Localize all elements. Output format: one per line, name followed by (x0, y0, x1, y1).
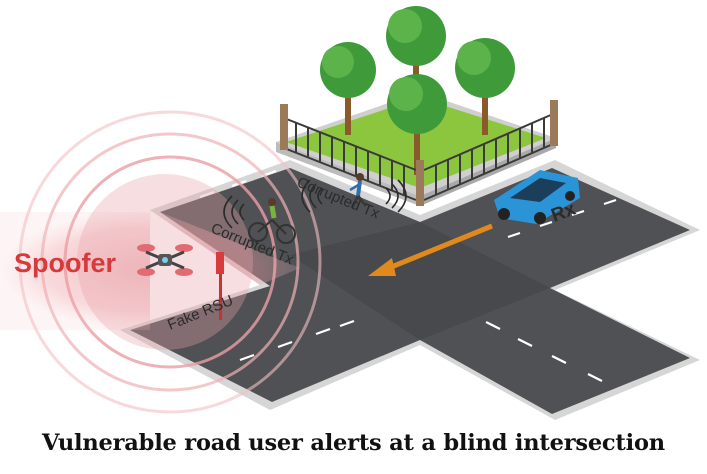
tree-icon (320, 42, 376, 135)
figure-caption: Vulnerable road user alerts at a blind i… (42, 430, 665, 456)
signal-wave-icon (301, 179, 407, 213)
tree-icon (455, 38, 515, 135)
spoofer-label: Spoofer (14, 248, 116, 278)
drone-icon (137, 244, 193, 276)
fence-icon (283, 113, 554, 201)
intersection-diagram: Spoofer Fake RSU Corrupted Tx Corrupted … (0, 6, 700, 420)
pedestrian-icon (349, 173, 368, 209)
lane-markings (199, 169, 617, 382)
tree-icon (387, 74, 447, 175)
cyclist-icon (248, 198, 296, 244)
fence-posts (280, 100, 558, 206)
direction-arrow-icon (368, 223, 493, 276)
signal-wave-icon (223, 195, 245, 229)
rsu-pole-icon (216, 252, 224, 320)
tree-icon (386, 6, 446, 82)
car-icon (494, 170, 580, 224)
